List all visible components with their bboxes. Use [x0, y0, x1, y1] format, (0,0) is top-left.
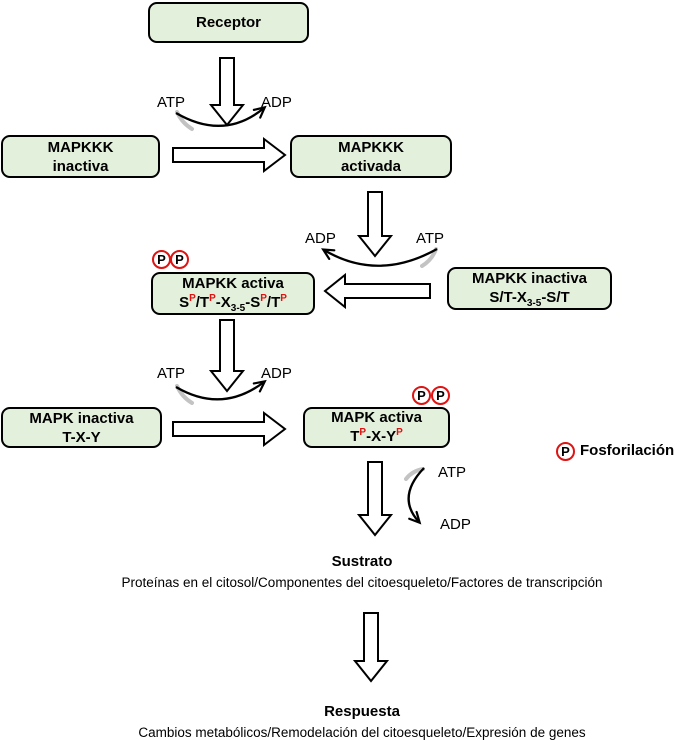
atp-adp-arc-1	[175, 105, 267, 127]
box-mapkkk-activada: MAPKKK activada	[290, 135, 452, 178]
sustrato-title: Sustrato	[331, 553, 393, 570]
box-mapk-activa: MAPK activa TP-X-YP	[303, 407, 450, 448]
box-mapkkk-activada-line1: MAPKKK	[338, 138, 404, 156]
box-mapk-inactiva: MAPK inactiva T-X-Y	[1, 407, 162, 448]
phosphate-icon: P	[412, 386, 431, 405]
atp-label-3: ATP	[157, 365, 186, 382]
box-mapkkk-inactiva-line1: MAPKKK	[47, 138, 114, 156]
box-mapkk-inactiva: MAPKK inactiva S/T-X3-5-S/T	[447, 267, 612, 310]
box-mapkkk-activada-line2: activada	[340, 157, 402, 175]
respuesta-subtitle: Cambios metabólicos/Remodelación del cit…	[138, 725, 586, 740]
box-mapkk-activa-line1: MAPKK activa	[182, 274, 284, 292]
arrow-down-receptor	[208, 57, 246, 127]
phosphate-icon: P	[170, 250, 189, 269]
arrow-left-mapkk	[323, 272, 431, 310]
respuesta-block: Respuesta Cambios metabólicos/Remodelaci…	[37, 703, 687, 740]
box-mapkk-activa-formula: SP/TP-X3-5-SP/TP	[179, 292, 287, 314]
box-mapkk-inactiva-line1: MAPKK inactiva	[471, 269, 588, 287]
arrow-down-sustrato	[352, 612, 390, 683]
box-receptor: Receptor	[148, 2, 309, 43]
box-receptor-label: Receptor	[195, 14, 262, 31]
box-mapk-activa-formula: TP-X-YP	[350, 426, 403, 445]
sustrato-subtitle: Proteínas en el citosol/Componentes del …	[121, 575, 603, 590]
atp-label-4: ATP	[438, 464, 467, 481]
box-mapk-inactiva-line1: MAPK inactiva	[29, 409, 134, 427]
phosphate-icon: P	[152, 250, 171, 269]
adp-label-3: ADP	[261, 365, 292, 382]
atp-adp-arc-2	[321, 247, 438, 267]
atp-label-2: ATP	[416, 230, 445, 247]
legend-label: Fosforilación	[580, 442, 675, 459]
atp-label-1: ATP	[157, 94, 186, 111]
adp-label-2: ADP	[305, 230, 336, 247]
box-mapk-activa-line1: MAPK activa	[331, 408, 422, 426]
respuesta-title: Respuesta	[324, 703, 400, 720]
arrow-right-mapk	[172, 410, 287, 448]
arrow-right-mapkkk	[172, 136, 287, 174]
sustrato-block: Sustrato Proteínas en el citosol/Compone…	[37, 553, 687, 591]
phosphate-icon: P	[431, 386, 450, 405]
legend-phosphate-icon: P	[556, 442, 575, 461]
atp-adp-arc-3	[175, 379, 267, 401]
adp-label-1: ADP	[261, 94, 292, 111]
arrow-down-mapkk-activa	[208, 319, 246, 393]
atp-adp-curve-4	[407, 467, 425, 525]
box-mapk-inactiva-formula: T-X-Y	[62, 428, 101, 446]
box-mapkk-activa: MAPKK activa SP/TP-X3-5-SP/TP	[151, 272, 315, 315]
box-mapkkk-inactiva-line2: inactiva	[52, 157, 109, 175]
arrow-down-mapk-activa	[356, 461, 394, 537]
box-mapkk-inactiva-formula: S/T-X3-5-S/T	[489, 288, 570, 309]
box-mapkkk-inactiva: MAPKKK inactiva	[1, 135, 160, 178]
arrow-down-mapkkk-activada	[356, 191, 394, 258]
adp-label-4: ADP	[440, 516, 471, 533]
